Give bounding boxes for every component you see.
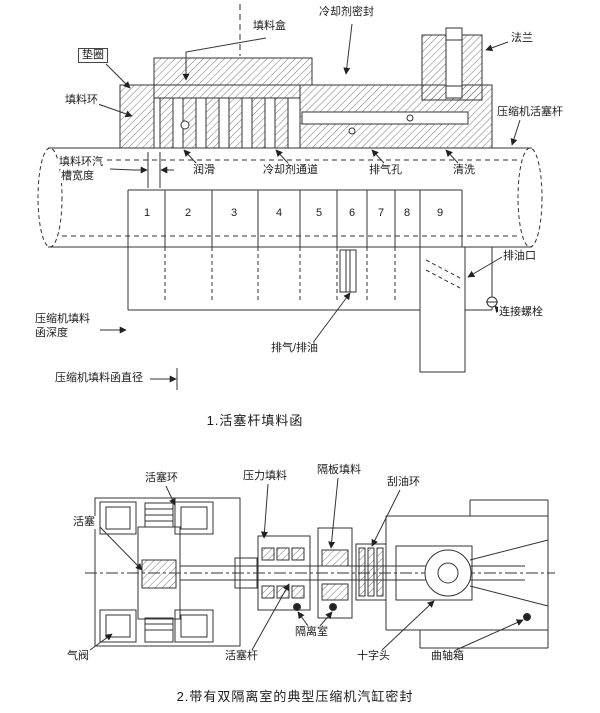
- label-oil-drain-port: 排油口: [502, 250, 537, 263]
- label-isolation-chamber: 隔离室: [294, 626, 329, 639]
- label-packing-diameter: 压缩机填料函直径: [54, 372, 144, 385]
- label-purge: 清洗: [452, 164, 476, 177]
- compartment-number-1: 1: [143, 207, 151, 219]
- piston-rod-cylinder: [37, 147, 543, 248]
- figure2-caption: 2.带有双隔离室的典型压缩机汽缸密封: [176, 689, 414, 704]
- lower-housing: [127, 246, 498, 373]
- compartment-number-9: 9: [436, 207, 444, 219]
- label-groove-width-line1: 填料环汽: [58, 156, 104, 169]
- label-groove-width-line2: 槽宽度: [60, 170, 95, 183]
- label-crosshead: 十字头: [356, 650, 391, 663]
- label-piston-rod: 活塞杆: [224, 650, 259, 663]
- compartment-number-4: 4: [275, 207, 283, 219]
- label-packing-ring: 填料环: [64, 94, 99, 107]
- label-packing-depth-line1: 压缩机填料: [34, 313, 91, 326]
- label-crankcase: 曲轴箱: [430, 650, 465, 663]
- label-coolant-seal: 冷却剂密封: [318, 6, 375, 19]
- label-lubrication: 润滑: [192, 164, 216, 177]
- figure1-leader-lines: [97, 23, 521, 345]
- compartment-number-6: 6: [348, 207, 356, 219]
- partition-packing-case: [317, 527, 353, 619]
- label-piston: 活塞: [72, 516, 96, 529]
- label-flange: 法兰: [510, 32, 534, 45]
- label-pressure-packing: 压力填料: [242, 470, 288, 483]
- label-coolant-channel: 冷却剂通道: [262, 164, 319, 177]
- figure2-drawing: [85, 477, 555, 651]
- compartment-number-3: 3: [230, 207, 238, 219]
- isolation-chamber-dot-1: [293, 603, 301, 611]
- label-partition-packing: 隔板填料: [316, 464, 362, 477]
- cylinder-piston: [94, 497, 241, 647]
- dimension-lines: [100, 152, 178, 390]
- isolation-chamber-dot-2: [329, 603, 337, 611]
- label-vent-hole: 排气孔: [368, 164, 403, 177]
- compartment-number-7: 7: [377, 207, 385, 219]
- label-packing-box: 填料盒: [252, 20, 287, 33]
- figure1-drawing: [37, 4, 543, 390]
- figure1-caption: 1.活塞杆填料函: [206, 413, 304, 428]
- label-gas-valve: 气阀: [66, 650, 90, 663]
- label-vent-drain: 排气/排油: [270, 342, 320, 355]
- label-oil-scraper-ring: 刮油环: [386, 476, 421, 489]
- flange-block: [421, 27, 483, 101]
- label-compressor-piston-rod: 压缩机活塞杆: [496, 106, 564, 119]
- crankcase-dot: [523, 613, 531, 621]
- label-packing-depth-line2: 函深度: [34, 327, 69, 340]
- figure2-leader-lines: [89, 477, 524, 651]
- crosshead-crankcase: [385, 499, 549, 649]
- pressure-packing-case: [257, 535, 311, 611]
- compartment-number-5: 5: [315, 207, 323, 219]
- compartment-number-2: 2: [184, 207, 192, 219]
- label-washer: 垫圈: [78, 48, 108, 63]
- label-piston-ring: 活塞环: [144, 472, 179, 485]
- compartment-band: [127, 189, 463, 303]
- compartment-number-8: 8: [403, 207, 411, 219]
- label-connecting-bolt: 连接螺栓: [498, 306, 544, 319]
